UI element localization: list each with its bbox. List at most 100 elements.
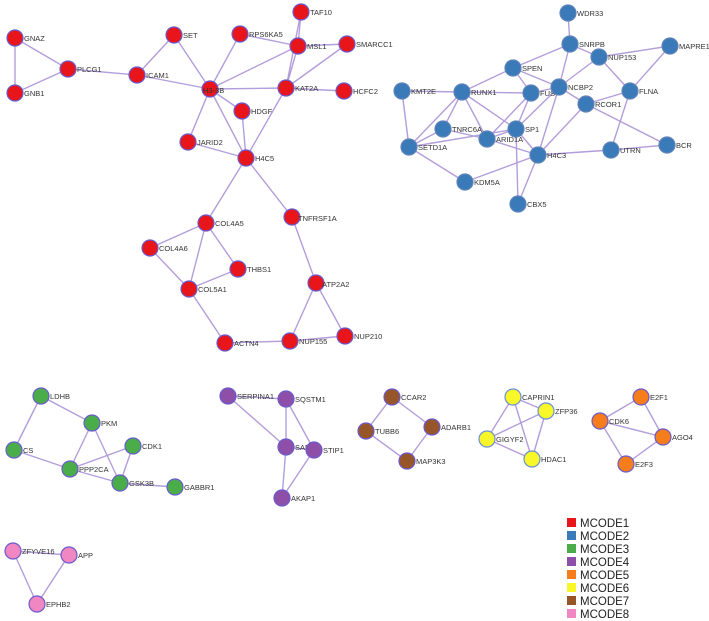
legend: MCODE1 MCODE2 MCODE3 MCODE4 MCODE5 MCODE… xyxy=(567,518,630,621)
edge-ncbp2-h4c3 xyxy=(537,86,560,156)
legend-label-mcode3: MCODE3 xyxy=(580,544,629,556)
node-label-h3-3b: H3-3B xyxy=(203,86,224,95)
edge-snrpb-spen xyxy=(512,43,571,69)
node-label-ccar2: CCAR2 xyxy=(401,393,426,402)
edge-h4c5-tnfrsf1a xyxy=(245,157,293,218)
node-taf10: TAF10 xyxy=(292,3,332,21)
node-circle-adarb1 xyxy=(423,418,441,436)
edge-h4c3-cbx5 xyxy=(517,154,539,205)
node-label-ldhb: LDHB xyxy=(50,392,70,401)
node-label-kmt2e: KMT2E xyxy=(411,87,436,96)
edge-serpina1-sar1b xyxy=(227,395,287,448)
edge-runx1-setd1a xyxy=(408,91,463,148)
node-label-e2f1: E2F1 xyxy=(650,393,668,402)
node-cdk1: CDK1 xyxy=(124,437,162,455)
node-circle-jarid2 xyxy=(179,133,197,151)
edge-sqstm1-stip1 xyxy=(285,398,315,451)
node-circle-zfp36 xyxy=(537,402,555,420)
node-thbs1: THBS1 xyxy=(229,260,271,278)
node-label-nup210: NUP210 xyxy=(354,332,382,341)
node-circle-cs xyxy=(5,441,23,459)
node-label-kat2a: KAT2A xyxy=(295,84,318,93)
node-circle-hdac1 xyxy=(523,450,541,468)
node-circle-arid1a xyxy=(478,130,496,148)
node-label-tubb6: TUBB6 xyxy=(375,427,399,436)
node-label-nup153: NUP153 xyxy=(608,53,636,62)
node-label-thbs1: THBS1 xyxy=(247,265,271,274)
node-label-mapre1: MAPRE1 xyxy=(679,42,709,51)
node-kmt2e: KMT2E xyxy=(393,82,436,100)
node-circle-tnrc6a xyxy=(434,120,452,138)
node-caprin1: CAPRIN1 xyxy=(504,388,555,406)
node-label-bcr: BCR xyxy=(676,141,692,150)
node-tnfrsf1a: TNFRSF1A xyxy=(283,208,337,226)
node-circle-kdm5a xyxy=(456,173,474,191)
node-circle-col4a5 xyxy=(197,214,215,232)
node-cs: CS xyxy=(5,441,33,459)
node-circle-sar1b xyxy=(277,438,295,456)
node-label-sqstm1: SQSTM1 xyxy=(295,395,326,404)
edge-ldhb-pkm xyxy=(40,395,93,424)
node-snrpb: SNRPB xyxy=(561,35,605,53)
node-sqstm1: SQSTM1 xyxy=(277,390,326,408)
legend-swatch-mcode8 xyxy=(567,609,576,618)
node-serpina1: SERPINA1 xyxy=(219,387,274,405)
edge-kat2a-h4c5 xyxy=(245,87,287,159)
edges-layer xyxy=(12,11,671,605)
node-col5a1: COL5A1 xyxy=(180,280,227,298)
node-circle-msl1 xyxy=(289,37,307,55)
node-stip1: STIP1 xyxy=(305,441,344,459)
legend-swatch-mcode4 xyxy=(567,557,576,566)
node-label-cdk6: CDK6 xyxy=(609,417,629,426)
node-circle-sp1 xyxy=(507,120,525,138)
node-label-col4a6: COL4A6 xyxy=(159,244,188,253)
node-circle-smarcc1 xyxy=(338,35,356,53)
node-label-fus: FUS xyxy=(540,89,555,98)
node-setd1a: SETD1A xyxy=(400,138,447,156)
node-zfyve16: ZFYVE16 xyxy=(4,542,55,560)
node-rps6ka5: RPS6KA5 xyxy=(231,25,283,43)
edge-gsk3b-gabbr1 xyxy=(119,482,176,488)
node-circle-ldhb xyxy=(32,387,50,405)
node-label-set: SET xyxy=(183,31,198,40)
edge-zfyve16-app xyxy=(12,550,70,556)
node-circle-ago4 xyxy=(654,428,672,446)
legend-label-mcode4: MCODE4 xyxy=(580,557,630,569)
edge-kat2a-h3-3b xyxy=(209,87,287,90)
node-tubb6: TUBB6 xyxy=(357,422,399,440)
edge-h4c5-col4a5 xyxy=(205,157,247,224)
node-circle-icam1 xyxy=(128,66,146,84)
edge-kat2a-smarcc1 xyxy=(285,43,348,89)
node-label-hdgf: HDGF xyxy=(251,107,273,116)
node-circle-map3k3 xyxy=(398,452,416,470)
node-msl1: MSL1 xyxy=(289,37,327,55)
node-label-atp2a2: ATP2A2 xyxy=(322,280,349,289)
node-set: SET xyxy=(165,26,198,44)
node-plcg1: PLCG1 xyxy=(59,60,102,78)
node-ago4: AGO4 xyxy=(654,428,693,446)
node-label-stip1: STIP1 xyxy=(323,446,344,455)
node-circle-set xyxy=(165,26,183,44)
node-kat2a: KAT2A xyxy=(277,79,318,97)
node-label-gnb1: GNB1 xyxy=(24,89,44,98)
edge-col5a1-actn4 xyxy=(188,288,226,344)
edge-kat2a-hcfc2 xyxy=(285,87,345,92)
node-label-col5a1: COL5A1 xyxy=(198,285,227,294)
edge-tnfrsf1a-atp2a2 xyxy=(291,216,317,284)
legend-swatch-mcode1 xyxy=(567,518,576,527)
node-nup155: NUP155 xyxy=(281,332,327,350)
node-circle-flna xyxy=(621,82,639,100)
edge-rcor1-bcr xyxy=(585,103,668,146)
edge-actn4-nup155 xyxy=(224,340,291,344)
edge-runx1-fus xyxy=(461,91,532,94)
edge-kmt2e-setd1a xyxy=(401,90,410,148)
edge-serpina1-sqstm1 xyxy=(227,395,287,400)
node-label-map3k3: MAP3K3 xyxy=(416,457,446,466)
edge-rps6ka5-h3-3b xyxy=(209,33,241,90)
legend-item-mcode4: MCODE4 xyxy=(567,557,630,569)
node-circle-plcg1 xyxy=(59,60,77,78)
edge-h3-3b-h4c5 xyxy=(209,88,247,159)
node-gnb1: GNB1 xyxy=(6,84,44,102)
edge-rps6ka5-msl1 xyxy=(239,33,299,47)
node-circle-utrn xyxy=(602,141,620,159)
